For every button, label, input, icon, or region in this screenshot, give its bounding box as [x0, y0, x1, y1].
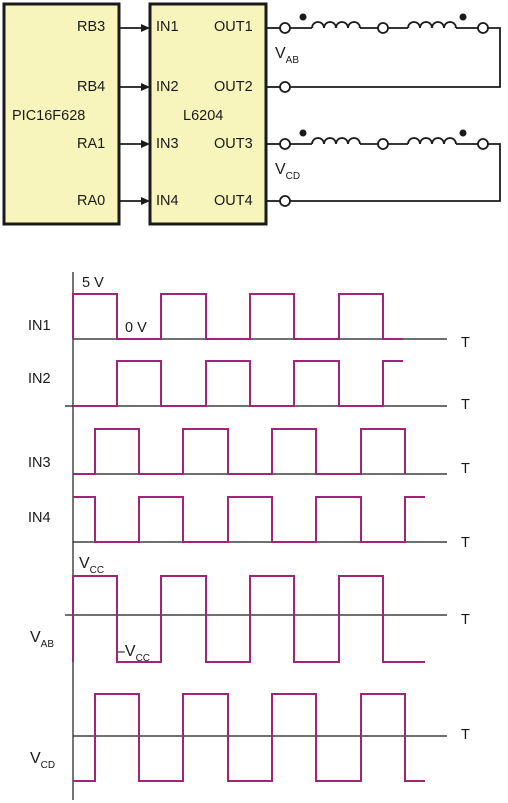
- arrow-head-icon: [141, 140, 150, 148]
- pic-name: PIC16F628: [12, 108, 85, 124]
- driver-out1: OUT1: [214, 19, 253, 35]
- polarity-dot-icon: [459, 129, 467, 137]
- driver-out4: OUT4: [214, 193, 253, 209]
- pin-ra0: RA0: [77, 193, 105, 209]
- pin-rb3: RB3: [77, 19, 105, 35]
- waveform-in3: [73, 428, 406, 475]
- driver-out3: OUT3: [214, 136, 253, 152]
- time-label-in4: T: [461, 535, 470, 551]
- arrow-head-icon: [141, 24, 150, 32]
- neg-vcc-label: –VCC: [116, 643, 150, 664]
- row-label-in2: IN2: [28, 371, 51, 387]
- level-0v-label: 0 V: [125, 320, 147, 336]
- pic-block: [2, 2, 121, 226]
- coil-icon: [407, 137, 457, 145]
- polarity-dot-icon: [459, 13, 467, 21]
- terminal-icon: [279, 22, 291, 34]
- coil-icon: [311, 137, 361, 145]
- time-label-vab: T: [461, 612, 470, 628]
- driver-in3: IN3: [156, 136, 179, 152]
- row-label-vab: VAB: [30, 629, 54, 650]
- terminal-icon: [377, 138, 389, 150]
- polarity-dot-icon: [299, 13, 307, 21]
- waveform-vcd: [73, 693, 425, 782]
- terminal-icon: [477, 22, 489, 34]
- time-label-in2: T: [461, 397, 470, 413]
- terminal-icon: [279, 195, 291, 207]
- terminal-icon: [377, 22, 389, 34]
- terminal-icon: [477, 138, 489, 150]
- row-label-in1: IN1: [28, 318, 51, 334]
- terminal-icon: [279, 81, 291, 93]
- driver-in4: IN4: [156, 193, 179, 209]
- driver-out2: OUT2: [214, 79, 253, 95]
- driver-in1: IN1: [156, 19, 179, 35]
- row-label-in3: IN3: [28, 455, 51, 471]
- time-label-vcd: T: [461, 727, 470, 743]
- waveform-vab: [72, 575, 425, 663]
- row-label-vcd: VCD: [30, 750, 55, 771]
- driver-name: L6204: [183, 108, 223, 124]
- circuit-schematic: PIC16F628 RB3 RB4 RA1 RA0 L6204 IN1 IN2 …: [2, 2, 501, 226]
- waveform-in2: [73, 360, 403, 407]
- arrow-head-icon: [141, 197, 150, 205]
- timing-diagram: 5 V 0 V VCC –VCC IN1 IN2 IN3 IN4 VAB VCD…: [28, 272, 470, 800]
- pin-ra1: RA1: [77, 136, 105, 152]
- coil-icon: [311, 21, 361, 29]
- polarity-dot-icon: [299, 129, 307, 137]
- vab-label: VAB: [275, 45, 299, 66]
- level-5v-label: 5 V: [82, 275, 104, 291]
- time-label-in3: T: [461, 461, 470, 477]
- row-label-in4: IN4: [28, 510, 51, 526]
- vcc-label: VCC: [79, 555, 104, 576]
- driver-block: [148, 2, 268, 226]
- arrow-head-icon: [141, 83, 150, 91]
- winding-ab: VAB: [266, 13, 501, 93]
- winding-cd: VCD: [266, 129, 501, 207]
- waveform-in4: [73, 496, 425, 543]
- coil-icon: [407, 21, 457, 29]
- terminal-icon: [279, 138, 291, 150]
- pin-rb4: RB4: [77, 79, 105, 95]
- vcd-label: VCD: [275, 161, 300, 182]
- signal-arrows: [119, 24, 150, 205]
- waveform-in1: [72, 293, 403, 340]
- driver-in2: IN2: [156, 79, 179, 95]
- time-label-in1: T: [461, 335, 470, 351]
